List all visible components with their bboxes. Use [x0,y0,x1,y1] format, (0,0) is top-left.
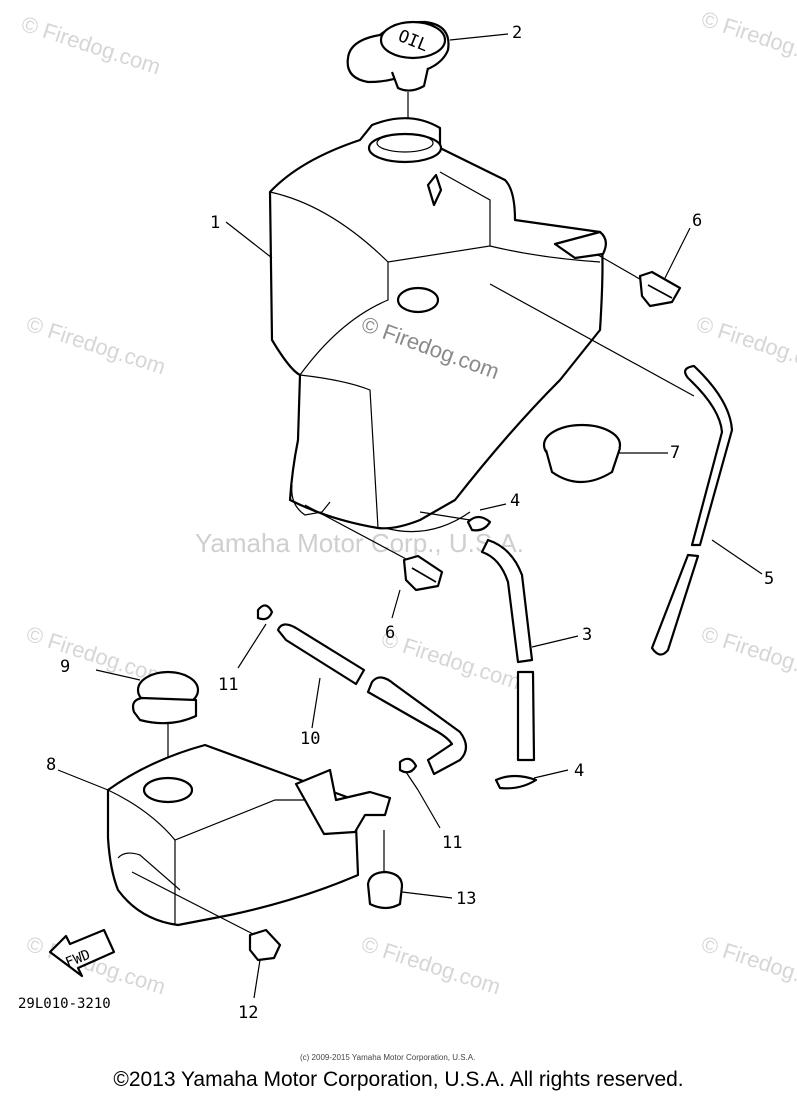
watermark-top-left: © Firedog.com [18,11,163,79]
part-3-hose [480,538,536,762]
callout-6-upper: 6 [692,211,702,231]
part-7-plug [542,423,622,483]
copyright-footer: ©2013 Yamaha Motor Corporation, U.S.A. A… [113,1068,684,1091]
part-6-upper-bolt [597,254,682,308]
part-9-sub-cap [131,670,200,758]
fwd-arrow: FWD [48,928,116,978]
callout-2: 2 [512,23,522,43]
callout-10: 10 [300,729,320,749]
part-1-oil-tank [268,117,607,533]
callout-4-lower: 4 [574,761,584,781]
callout-4-upper: 4 [510,491,520,511]
callout-12: 12 [238,1003,258,1023]
part-11-upper-clamp [256,604,274,621]
part-13-grommet [366,830,404,910]
callout-5: 5 [764,569,774,589]
watermark-bottom-right: © Firedog.com [698,931,797,999]
leader-lines [57,33,763,999]
small-copyright: (c) 2009-2015 Yamaha Motor Corporation, … [300,1053,475,1062]
watermark-center-low: © Firedog.com [378,626,523,694]
watermark-top-right: © Firedog.com [698,6,797,74]
part-code: 29L010-3210 [18,996,111,1012]
watermark-right-low: © Firedog.com [698,621,797,689]
part-11-lower-clamp [398,757,419,791]
part-10-hose [276,623,468,776]
part-2-oil-cap: OIL [346,20,450,92]
callout-11-lower: 11 [442,833,462,853]
callout-13: 13 [456,889,476,909]
part-4-lower-clamp [494,774,538,790]
part-6-lower-bolt [304,504,444,592]
watermark-corp: Yamaha Motor Corp., U.S.A. [195,528,524,558]
watermark-left-mid: © Firedog.com [23,311,168,379]
callouts: 2 1 6 7 4 5 6 3 11 10 9 8 11 4 13 12 [46,23,774,1023]
callout-1: 1 [210,213,220,233]
watermark-right-mid: © Firedog.com [693,311,797,379]
part-8-sub-tank [106,743,392,927]
part-12-bolt [131,871,282,962]
watermark-bottom-center: © Firedog.com [358,931,503,999]
callout-3: 3 [582,625,592,645]
callout-9: 9 [60,657,70,677]
callout-11-upper: 11 [218,675,238,695]
callout-7: 7 [670,443,680,463]
callout-8: 8 [46,755,56,775]
callout-6-lower: 6 [385,623,395,643]
part-5-breather-hose [489,283,734,656]
part-4-upper-clamp [466,515,492,532]
